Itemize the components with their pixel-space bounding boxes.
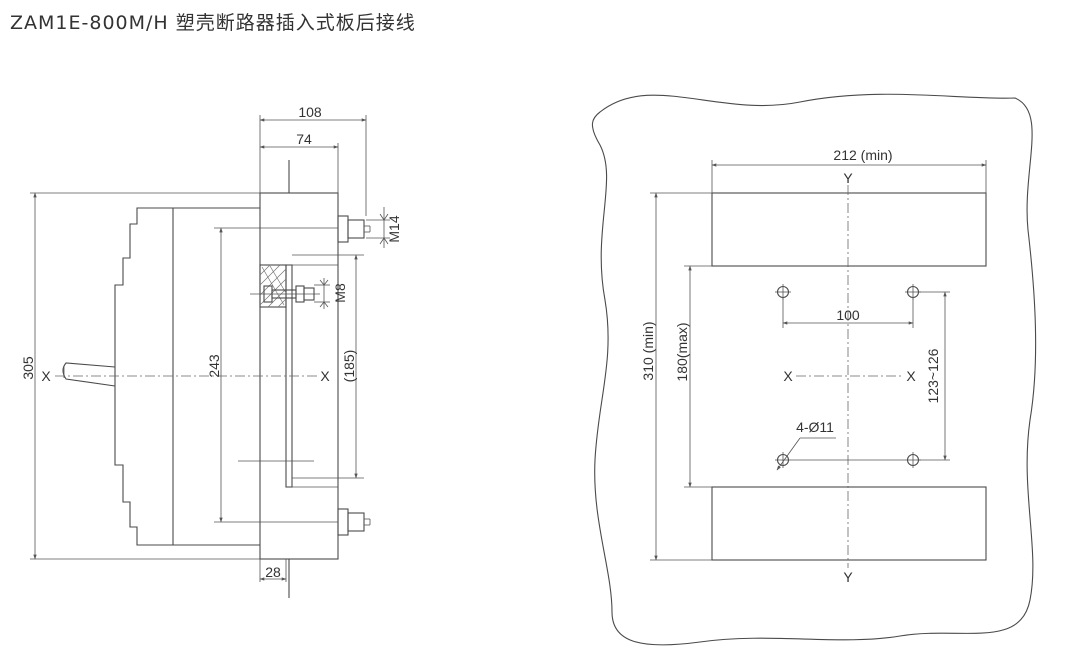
dim-74-label: 74: [296, 131, 312, 147]
dim-100-label: 100: [836, 307, 860, 323]
axis-x-right-label: X: [320, 368, 330, 384]
dim-310-label: 310 (min): [640, 321, 656, 380]
axis-x-right-panel-label: X: [906, 368, 916, 384]
axis-x-left-label: X: [41, 368, 51, 384]
leader-4-holes: [776, 437, 801, 471]
dim-28-label: 28: [265, 564, 281, 580]
panel-cutout-view: 212 (min) 310 (min) 180(max) 100 123~126…: [591, 93, 1037, 646]
axis-y-top-label: Y: [843, 170, 853, 186]
mounting-holes: [775, 284, 921, 468]
dim-212-label: 212 (min): [833, 147, 892, 163]
page-title: ZAM1E-800M/H 塑壳断路器插入式板后接线: [10, 12, 416, 34]
axis-x-left-panel-label: X: [783, 368, 793, 384]
dim-108-label: 108: [298, 104, 322, 120]
axis-y-bottom-label: Y: [843, 569, 853, 585]
breaker-body-outline: [114, 207, 260, 546]
dim-243-label: 243: [206, 354, 222, 378]
dim-180-label: 180(max): [674, 322, 690, 381]
bottom-terminal: [337, 508, 371, 536]
dim-123-126-label: 123~126: [925, 348, 941, 403]
panel-border: [591, 93, 1037, 646]
handle: [62, 362, 116, 387]
dim-305-label: 305: [20, 356, 36, 380]
top-terminal: [337, 215, 371, 243]
dim-185-label: (185): [341, 350, 357, 383]
top-cutout: [711, 192, 987, 267]
holes-label: 4-Ø11: [796, 419, 834, 435]
dim-m8-label: M8: [332, 283, 348, 303]
bottom-cutout: [711, 486, 987, 561]
dim-m14-label: M14: [386, 215, 402, 242]
side-view: 108 74 M14 M8 305 243 (185) 28 X X: [20, 104, 402, 598]
m8-bolt: [250, 285, 320, 303]
